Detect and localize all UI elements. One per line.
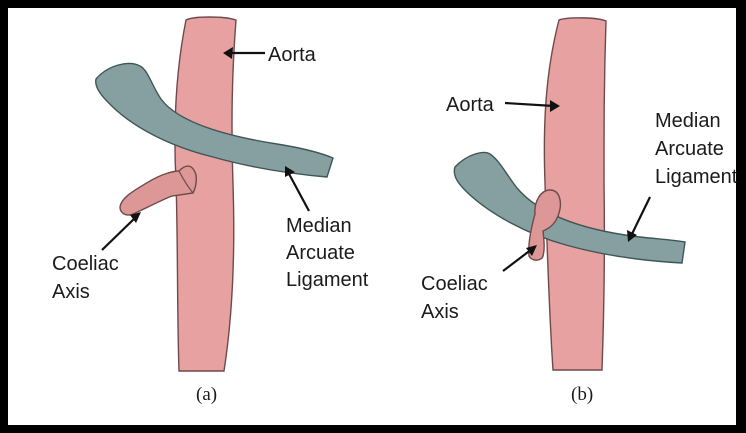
- ligament-label-arrow-panel-a: [288, 172, 309, 211]
- ligament-label-line-2-panel-b: Arcuate: [655, 138, 724, 160]
- ligament-label-arrow-panel-b: [631, 197, 650, 236]
- panel-b-caption: (b): [571, 384, 593, 405]
- panel-a-caption: (a): [196, 384, 217, 405]
- panel-a: Aorta Median Arcuate Ligament Coeliac Ax…: [52, 17, 369, 405]
- coeliac-label-line-1-panel-b: Coeliac: [421, 273, 488, 295]
- ligament-label-line-1-panel-b: Median: [655, 110, 721, 132]
- coeliac-label-line-1-panel-a: Coeliac: [52, 253, 119, 275]
- ligament-label-line-1-panel-a: Median: [286, 215, 352, 237]
- ligament-label-line-2-panel-a: Arcuate: [286, 242, 355, 264]
- coeliac-label-line-2-panel-b: Axis: [421, 301, 459, 323]
- coeliac-label-arrow-panel-a: [102, 217, 136, 250]
- aorta-label-panel-b: Aorta: [446, 94, 495, 116]
- ligament-label-line-3-panel-b: Ligament: [655, 166, 738, 188]
- panel-b: Aorta Median Arcuate Ligament Coeliac Ax…: [421, 18, 738, 405]
- coeliac-label-arrow-panel-b: [503, 249, 532, 271]
- coeliac-label-line-2-panel-a: Axis: [52, 281, 90, 303]
- aorta-label-panel-a: Aorta: [268, 44, 317, 66]
- ligament-label-line-3-panel-a: Ligament: [286, 269, 369, 291]
